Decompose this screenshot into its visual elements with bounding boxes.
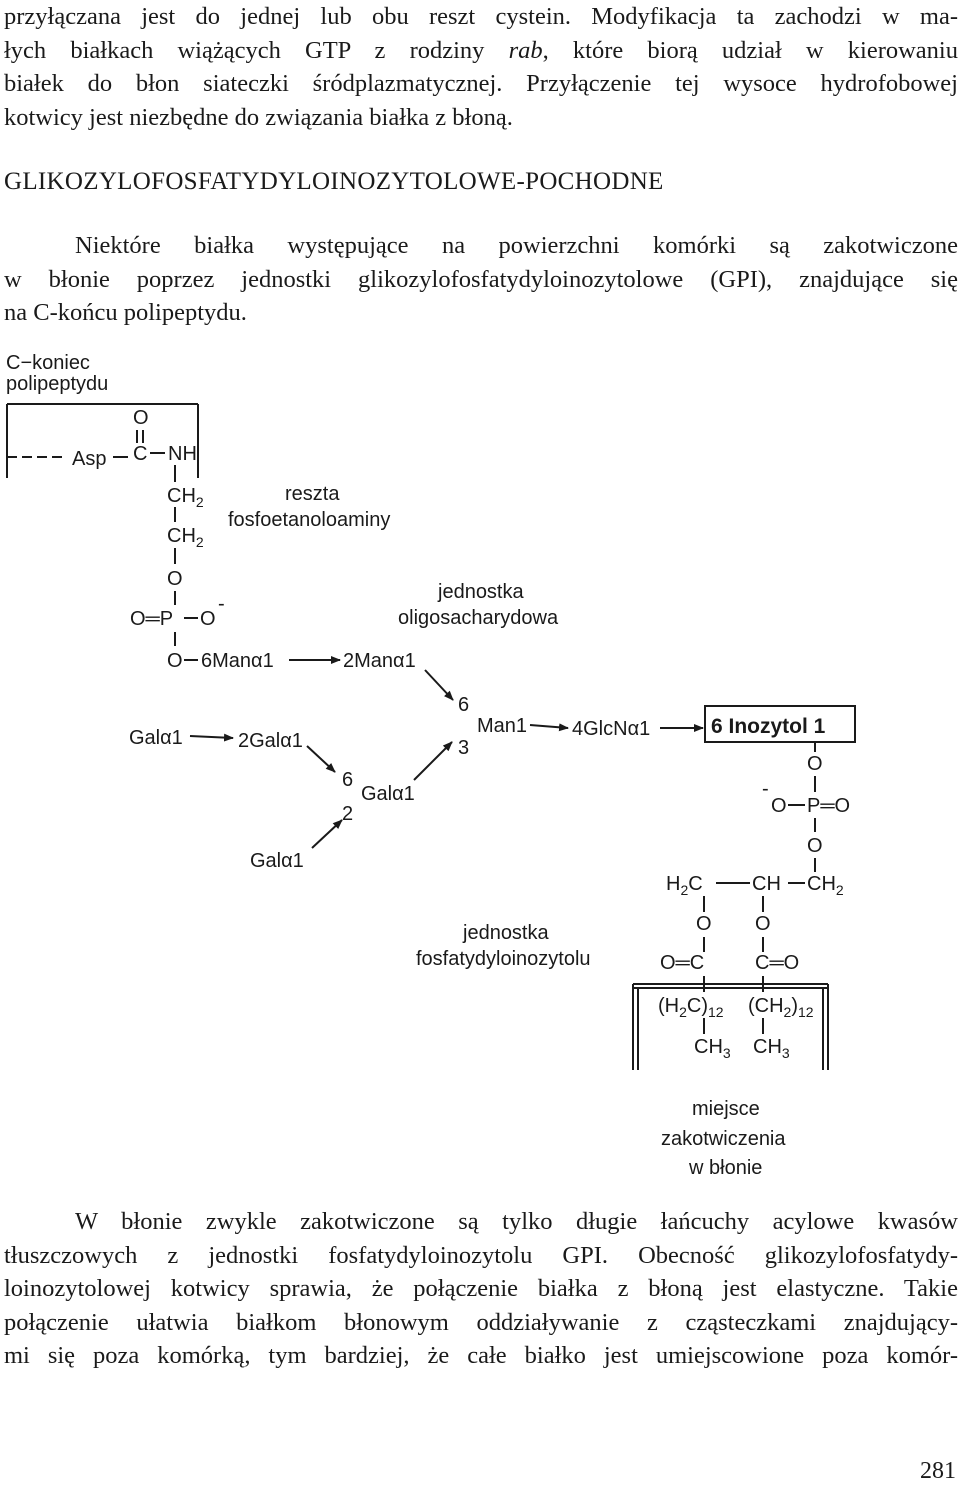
amide-nh: NH [168, 443, 197, 465]
gpi-line: na C-końcu polipeptydu. [4, 299, 247, 326]
mannose-oxygen: O [167, 650, 183, 672]
c-terminus-label: C−koniec [6, 352, 90, 374]
mannose-1: Man1 [477, 715, 527, 737]
fatty-acid-chain: (CH2)12 [748, 995, 814, 1020]
negative-charge: - [762, 778, 769, 800]
membrane-anchor-box [632, 983, 829, 1070]
galactose-bottom: Galα1 [250, 850, 304, 872]
phosphate-group: P═O [807, 795, 850, 817]
gpi-line: w błonie poprzez jednostki glikozylofosf… [4, 265, 958, 293]
mannose-2: 2Manα1 [343, 650, 416, 672]
position-2: 2 [342, 803, 353, 825]
galactose-1: Galα1 [129, 727, 183, 749]
galactose-mid: Galα1 [361, 783, 415, 805]
ester-oxygen: O [755, 913, 771, 935]
methyl-group: CH3 [694, 1036, 731, 1061]
intro-line: łych białkach wiążących GTP z rodziny ra… [4, 36, 958, 64]
carbonyl-oxygen: O [133, 407, 149, 429]
c-terminus-label: polipeptydu [6, 373, 108, 395]
galactose-2: 2Galα1 [238, 730, 303, 752]
glycerol-ch2-end: CH2 [807, 873, 844, 898]
intro-line: kotwicy jest niezbędne do związania biał… [4, 103, 513, 131]
closing-line: tłuszczowych z jednostki fosfatydyloinoz… [4, 1241, 958, 1269]
closing-line: mi się poza komórką, tym bardziej, że ca… [4, 1342, 958, 1369]
anchor-site-label: zakotwiczenia [661, 1128, 786, 1150]
intro-line: białek do błon siateczki śródplazmatyczn… [4, 70, 958, 97]
glycerol-ch2: H2C [666, 873, 703, 898]
negative-charge: - [218, 593, 225, 615]
gpi-paragraph: Niektóre białka występujące na powierzch… [4, 229, 958, 330]
anchor-site-label: w błonie [688, 1157, 762, 1179]
inositol-label: 6 Inozytol 1 [711, 715, 826, 738]
phosphatidylinositol-label: fosfatydyloinozytolu [416, 948, 591, 970]
protein-box [6, 403, 199, 478]
carbonyl-carbon: C [133, 443, 147, 465]
closing-paragraph: W błonie zwykle zakotwiczone są tylko dł… [4, 1205, 958, 1373]
page-number: 281 [920, 1458, 956, 1484]
closing-line: loinozytolowej kotwicy sprawia, że połąc… [4, 1275, 958, 1302]
methyl-group: CH3 [753, 1036, 790, 1061]
ch2-group: CH2 [167, 525, 204, 550]
gpi-structure-diagram: C−koniec polipeptydu Asp O C NH CH2 CH2 … [6, 352, 856, 1179]
oxygen-link: O [167, 568, 183, 590]
carbonyl-group: O═C [660, 952, 704, 974]
position-6: 6 [458, 694, 469, 716]
position-6: 6 [342, 769, 353, 791]
ester-oxygen: O [696, 913, 712, 935]
phosphatidylinositol-label: jednostka [462, 922, 549, 944]
position-3: 3 [458, 737, 469, 759]
intro-line: przyłączana jest do jednej lub obu reszt… [4, 3, 958, 30]
fatty-acid-chain: (H2C)12 [658, 995, 724, 1020]
glucosamine: 4GlcNα1 [572, 718, 650, 740]
ethanolamine-label: reszta [285, 483, 340, 505]
oligosaccharide-label: jednostka [437, 581, 524, 603]
glycerol-oxygen: O [807, 835, 823, 857]
ch2-group: CH2 [167, 485, 204, 510]
closing-line: W błonie zwykle zakotwiczone są tylko dł… [75, 1208, 958, 1235]
section-heading: GLIKOZYLOFOSFATYDYLOINOZYTOLOWE-POCHODNE [4, 168, 664, 195]
intro-paragraph: przyłączana jest do jednej lub obu reszt… [4, 0, 958, 134]
inositol-box [704, 705, 856, 743]
oligosaccharide-label: oligosacharydowa [398, 607, 559, 629]
carbonyl-group: C═O [755, 952, 799, 974]
gpi-line: Niektóre białka występujące na powierzch… [75, 232, 958, 259]
anchor-site-label: miejsce [692, 1098, 760, 1120]
phosphate-oxygen-minus: O [771, 795, 787, 817]
inositol-oxygen: O [807, 753, 823, 775]
phosphate-group: O═P [130, 608, 173, 630]
glycerol-ch: CH [752, 873, 781, 895]
ethanolamine-label: fosfoetanoloaminy [228, 509, 390, 531]
phosphate-oxygen-minus: O [200, 608, 216, 630]
mannose-6: 6Manα1 [201, 650, 274, 672]
asp-residue: Asp [72, 448, 106, 470]
closing-line: połączenie ułatwia białkom błonowym oddz… [4, 1308, 958, 1336]
